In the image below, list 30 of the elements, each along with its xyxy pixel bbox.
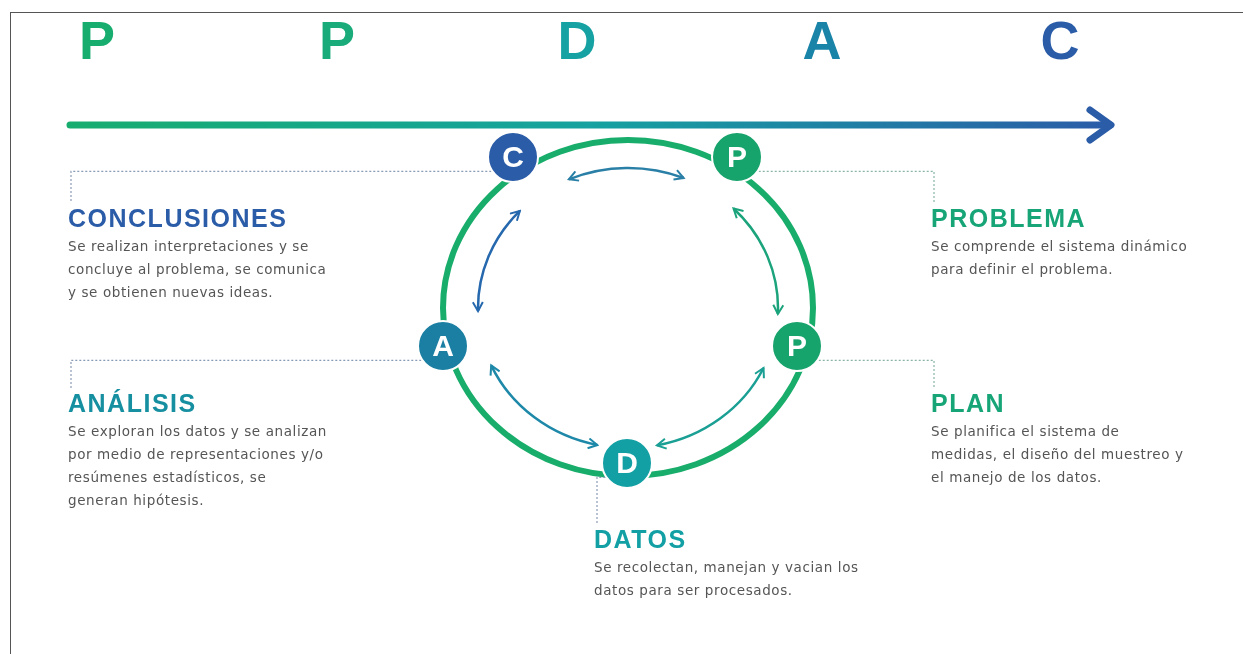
section-heading: PROBLEMA	[931, 203, 1087, 233]
description-text: Se exploran los datos y se analizan por medio de representaciones y/o resúmenes estadísticos, se generan hipótesis.	[68, 422, 328, 510]
double-arrow	[490, 364, 599, 449]
leader-line	[758, 170, 935, 204]
letter-circle: A	[417, 320, 469, 372]
description-text: Se comprende el sistema dinámico para definir el problema.	[931, 237, 1189, 279]
double-arrow	[567, 166, 685, 183]
letter-circle: P	[711, 131, 763, 183]
stage-letter: D	[556, 10, 598, 70]
description-text: Se recolectan, manejan y vacian los datos para ser procesados.	[594, 558, 860, 600]
letter-circle: P	[771, 320, 823, 372]
section-heading: ANÁLISIS	[68, 388, 197, 418]
leader-line	[596, 476, 606, 525]
stage-letter: P	[318, 10, 356, 70]
stage-letter: C	[1039, 10, 1081, 70]
leader-line	[70, 359, 422, 389]
leader-line	[818, 359, 935, 389]
section-heading: CONCLUSIONES	[68, 203, 288, 233]
double-arrow	[655, 367, 765, 450]
stage-letter: A	[801, 10, 843, 70]
double-arrow	[472, 209, 521, 313]
description-text: Se planifica el sistema de medidas, el diseño del muestreo y el manejo de los datos.	[931, 422, 1185, 487]
section-heading: DATOS	[594, 524, 687, 554]
description-text: Se realizan interpretaciones y se concluye al problema, se comunica y se obtienen nuevas ideas.	[68, 237, 328, 302]
letter-circle: C	[487, 131, 539, 183]
leader-line	[70, 170, 492, 204]
section-heading: PLAN	[931, 388, 1006, 418]
letter-circle: D	[601, 437, 653, 489]
double-arrow	[732, 207, 784, 315]
stage-letter: P	[78, 10, 116, 70]
